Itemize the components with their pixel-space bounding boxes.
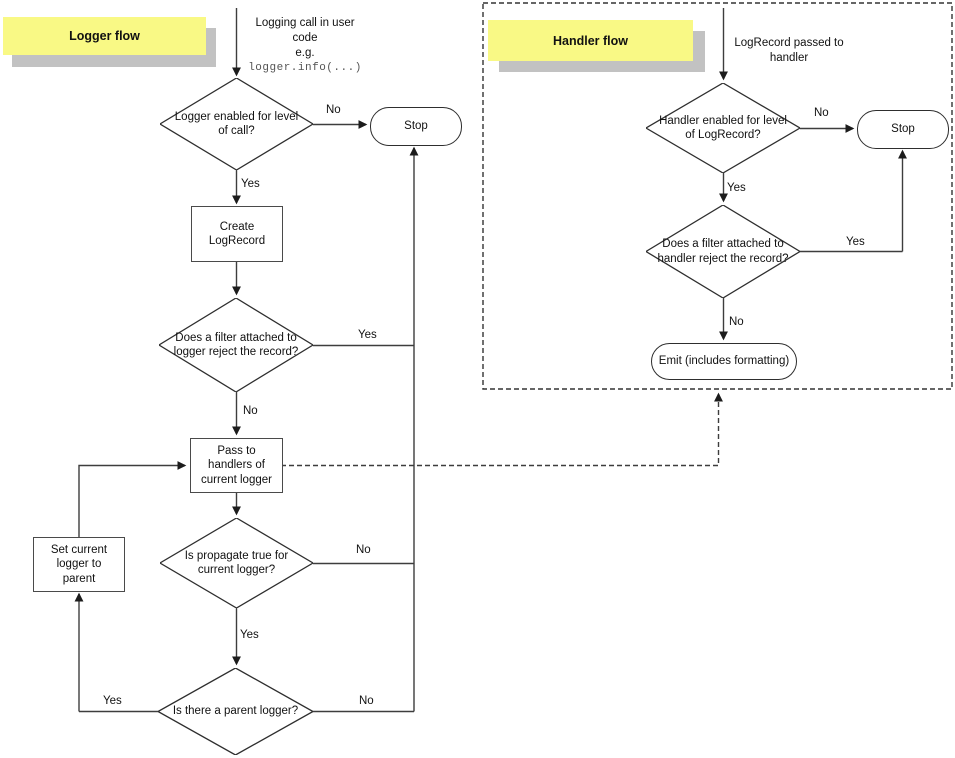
handler-entry-label: LogRecord passed to handler <box>730 36 848 66</box>
node-label: Does a filter attached to logger reject … <box>173 331 299 358</box>
node-create-logrecord: Create LogRecord <box>191 206 283 262</box>
node-label: Stop <box>891 123 915 136</box>
edge-label-propagate-no: No <box>356 544 371 556</box>
diamond-shape <box>646 83 800 173</box>
entry-code: logger.info(...) <box>248 61 362 74</box>
edge-label-filter-no: No <box>243 405 258 417</box>
entry-text: Logging call in user code <box>255 17 355 44</box>
edge-set-to-pass <box>78 460 187 537</box>
node-label: Is propagate true for current logger? <box>184 549 289 576</box>
node-logger-filter-reject: Does a filter attached to logger reject … <box>159 298 313 392</box>
edge-label-filter-yes: Yes <box>358 329 377 341</box>
node-set-current-logger: Set current logger to parent <box>33 537 125 592</box>
node-label: Pass to handlers of current logger <box>201 445 272 486</box>
node-handler-enabled: Handler enabled for level of LogRecord? <box>646 83 800 173</box>
node-label: Handler enabled for level of LogRecord? <box>659 114 787 141</box>
logger-flow-title: Logger flow <box>3 17 206 55</box>
diamond-shape <box>646 205 800 298</box>
node-is-parent-logger: Is there a parent logger? <box>158 668 313 755</box>
node-stop-handler: Stop <box>857 110 949 149</box>
entry-text: LogRecord passed to handler <box>734 37 844 64</box>
node-handler-filter-reject: Does a filter attached to handler reject… <box>646 205 800 298</box>
node-stop-logger: Stop <box>370 107 462 146</box>
node-label: Set current logger to parent <box>50 544 108 585</box>
edge-label-henabled-yes: Yes <box>727 182 746 194</box>
diamond-shape <box>159 298 313 392</box>
edge-label-parent-yes: Yes <box>103 695 122 707</box>
node-label: Create LogRecord <box>208 220 266 247</box>
edge-label-henabled-no: No <box>814 107 829 119</box>
diamond-shape <box>160 78 313 170</box>
edge-label-hfilter-no: No <box>729 316 744 328</box>
edge-label-propagate-yes: Yes <box>240 629 259 641</box>
edge-label-enabled-yes: Yes <box>241 178 260 190</box>
node-emit: Emit (includes formatting) <box>651 343 797 380</box>
node-label: Is there a parent logger? <box>172 705 299 718</box>
diamond-shape <box>160 518 313 608</box>
node-label: Stop <box>404 120 428 133</box>
entry-eg: e.g. <box>295 46 315 59</box>
handler-flow-title: Handler flow <box>488 20 693 61</box>
node-is-propagate: Is propagate true for current logger? <box>160 518 313 608</box>
handler-flow-dashed-border <box>482 2 953 390</box>
edge-label-enabled-no: No <box>326 104 341 116</box>
diamond-shape <box>158 668 313 755</box>
edge-label-parent-no: No <box>359 695 374 707</box>
edge-label-hfilter-yes: Yes <box>846 236 865 248</box>
edge-pass-to-handler-flow <box>281 392 724 467</box>
node-logger-enabled: Logger enabled for level of call? <box>160 78 313 170</box>
node-label: Logger enabled for level of call? <box>174 110 299 137</box>
logger-entry-label: Logging call in user code e.g. logger.in… <box>242 16 368 75</box>
node-pass-to-handlers: Pass to handlers of current logger <box>190 438 283 493</box>
node-label: Does a filter attached to handler reject… <box>657 238 789 265</box>
node-label: Emit (includes formatting) <box>658 355 790 368</box>
